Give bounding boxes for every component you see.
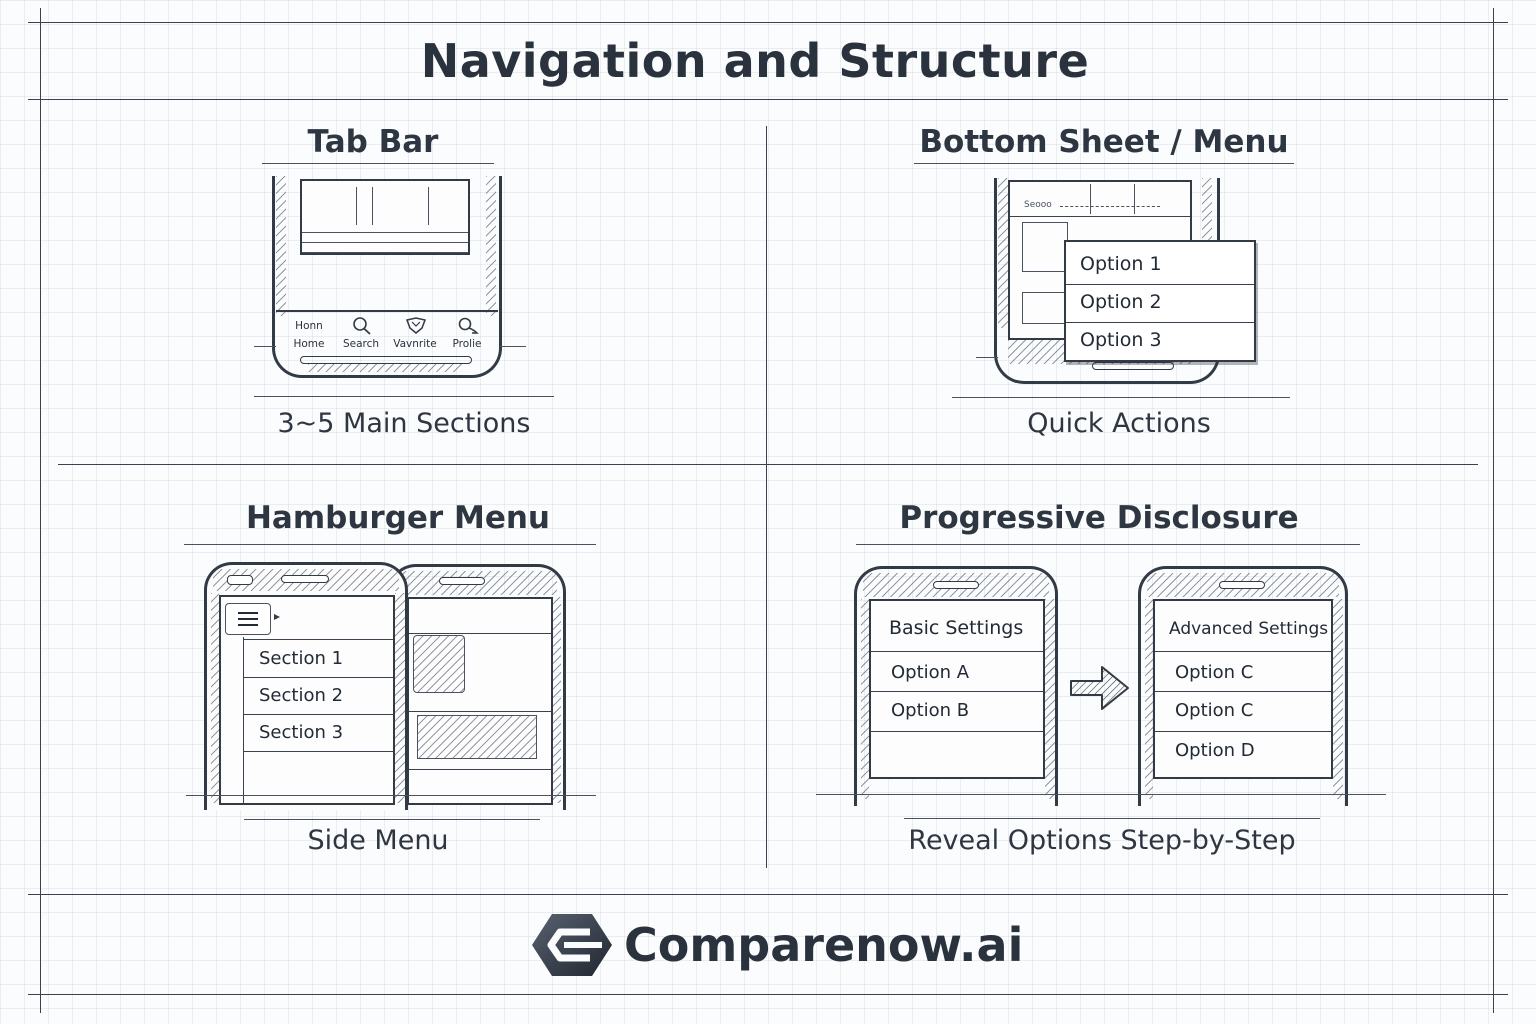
hamburger-heading-underline bbox=[184, 544, 596, 545]
advanced-settings-title: Advanced Settings bbox=[1169, 619, 1329, 639]
advanced-settings-phone: Advanced Settings Option C Option C Opti… bbox=[1138, 566, 1348, 806]
menu-option-2[interactable]: Option 2 bbox=[1066, 284, 1254, 322]
tab-bar-heading-underline bbox=[262, 163, 494, 164]
advanced-option-c-1-label: Option C bbox=[1175, 662, 1254, 683]
tab-home-label: Home bbox=[293, 338, 325, 350]
hamburger-front-phone: Section 1 Section 2 Section 3 bbox=[204, 562, 408, 810]
menu-option-1-label: Option 1 bbox=[1080, 253, 1162, 275]
tab-bar-baseline bbox=[254, 396, 554, 397]
section-1-label: Section 1 bbox=[259, 648, 344, 669]
sidebar-item-section-1[interactable]: Section 1 bbox=[243, 639, 393, 676]
tab-search[interactable]: Search bbox=[336, 316, 386, 356]
bottom-sheet-caption: Quick Actions bbox=[1027, 408, 1211, 439]
tab-bar-caption: 3~5 Main Sections bbox=[277, 408, 531, 439]
progressive-caption-line bbox=[904, 818, 1320, 819]
bottom-sheet-screen-label: Seooo bbox=[1024, 200, 1052, 210]
bottom-sheet-heading: Bottom Sheet / Menu bbox=[919, 124, 1289, 160]
progressive-caption: Reveal Options Step-by-Step bbox=[908, 825, 1296, 856]
menu-option-1[interactable]: Option 1 bbox=[1066, 246, 1254, 284]
advanced-option-c-2-label: Option C bbox=[1175, 700, 1254, 721]
menu-option-3-label: Option 3 bbox=[1080, 329, 1162, 351]
menu-option-2-label: Option 2 bbox=[1080, 291, 1162, 313]
arrow-right-icon bbox=[1070, 666, 1129, 710]
sidebar-item-section-2[interactable]: Section 2 bbox=[243, 677, 393, 714]
tab-profile[interactable]: Prolie bbox=[442, 316, 492, 356]
brand-logo-icon bbox=[532, 914, 612, 976]
search-icon bbox=[353, 317, 371, 335]
hamburger-baseline bbox=[186, 795, 596, 796]
footer-bottom bbox=[28, 994, 1508, 995]
profile-icon bbox=[458, 317, 479, 334]
basic-option-b[interactable]: Option B bbox=[871, 691, 1043, 731]
section-2-label: Section 2 bbox=[259, 685, 344, 706]
advanced-option-d[interactable]: Option D bbox=[1155, 731, 1331, 775]
title-divider bbox=[28, 99, 1508, 100]
bottom-sheet-heading-underline bbox=[914, 163, 1294, 164]
basic-settings-screen: Basic Settings Option A Option B bbox=[869, 599, 1045, 779]
center-divider bbox=[766, 126, 767, 868]
frame-left bbox=[40, 8, 41, 1013]
brand-name: Comparenow.ai bbox=[624, 918, 1024, 972]
tab-search-label: Search bbox=[342, 338, 380, 350]
page-title: Navigation and Structure bbox=[420, 34, 1090, 88]
advanced-option-c-2[interactable]: Option C bbox=[1155, 691, 1331, 731]
frame-top bbox=[28, 22, 1508, 23]
bottom-sheet-baseline bbox=[952, 397, 1290, 398]
tab-home[interactable]: Honn Home bbox=[284, 316, 334, 356]
hamburger-icon bbox=[238, 612, 258, 626]
tab-bar: Honn Home Search Vavnrite Prolie bbox=[276, 310, 498, 358]
tab-bar-phone: Honn Home Search Vavnrite Prolie bbox=[272, 176, 502, 378]
caret-icon bbox=[274, 614, 280, 620]
sidebar-item-section-3[interactable]: Section 3 bbox=[243, 714, 393, 751]
progressive-heading-underline bbox=[856, 544, 1360, 545]
mid-divider bbox=[58, 464, 1478, 465]
side-menu-drawer: Section 1 Section 2 Section 3 bbox=[219, 595, 395, 805]
advanced-option-d-label: Option D bbox=[1175, 740, 1255, 761]
favorite-icon bbox=[405, 317, 427, 334]
basic-settings-title: Basic Settings bbox=[889, 617, 1024, 639]
basic-option-a-label: Option A bbox=[891, 662, 970, 683]
footer-top bbox=[28, 894, 1508, 895]
frame-right bbox=[1493, 8, 1494, 1013]
menu-option-3[interactable]: Option 3 bbox=[1066, 322, 1254, 360]
tab-bar-screen bbox=[300, 179, 470, 255]
hamburger-caption: Side Menu bbox=[307, 825, 449, 856]
basic-settings-phone: Basic Settings Option A Option B bbox=[854, 566, 1058, 806]
basic-option-a[interactable]: Option A bbox=[871, 651, 1043, 691]
tab-profile-label: Prolie bbox=[452, 338, 482, 350]
tab-favorite[interactable]: Vavnrite bbox=[390, 316, 440, 356]
hamburger-button[interactable] bbox=[225, 603, 271, 635]
progressive-heading: Progressive Disclosure bbox=[899, 500, 1299, 536]
tab-bar-heading: Tab Bar bbox=[307, 124, 439, 160]
bottom-sheet-menu: Option 1 Option 2 Option 3 bbox=[1064, 240, 1256, 362]
hamburger-back-phone bbox=[388, 564, 566, 810]
progressive-baseline bbox=[816, 794, 1386, 795]
advanced-settings-screen: Advanced Settings Option C Option C Opti… bbox=[1153, 599, 1333, 779]
hamburger-heading: Hamburger Menu bbox=[245, 500, 551, 536]
basic-option-b-label: Option B bbox=[891, 700, 970, 721]
home-icon: Honn bbox=[295, 320, 323, 332]
hamburger-caption-line bbox=[244, 819, 540, 820]
section-3-label: Section 3 bbox=[259, 722, 344, 743]
advanced-option-c-1[interactable]: Option C bbox=[1155, 651, 1331, 691]
tab-favorite-label: Vavnrite bbox=[393, 338, 437, 350]
